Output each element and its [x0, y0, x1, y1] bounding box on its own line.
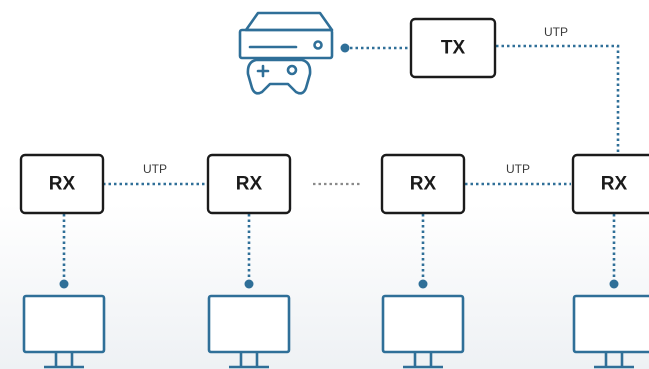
rx-label: RX	[410, 174, 437, 195]
tx-to-rx4-cable	[496, 44, 620, 154]
display3-port-dot	[418, 279, 428, 289]
tx-label: TX	[441, 38, 466, 59]
rx-box-3: RX	[380, 153, 466, 215]
connection-dots	[59, 43, 619, 289]
connection-lines	[62, 44, 620, 278]
monitor-icon	[22, 294, 106, 369]
monitor-icon	[572, 294, 649, 369]
utp-label-rx1-rx2: UTP	[143, 162, 167, 176]
rx-label: RX	[49, 174, 76, 195]
monitor-icon	[207, 294, 291, 369]
rx-label: RX	[601, 174, 628, 195]
display4-port-dot	[609, 279, 619, 289]
rx-box-4: RX	[571, 153, 649, 215]
display1-port-dot	[59, 279, 69, 289]
display2-port-dot	[244, 279, 254, 289]
utp-label-rx3-rx4: UTP	[506, 162, 530, 176]
rx-box-1: RX	[19, 153, 105, 215]
tx-box: TX	[409, 17, 497, 79]
game-console-icon	[238, 11, 334, 95]
rx-label: RX	[236, 174, 263, 195]
rx-box-2: RX	[206, 153, 292, 215]
utp-label-tx-rx: UTP	[544, 25, 568, 39]
monitor-icon	[381, 294, 465, 369]
source-port-dot	[340, 43, 350, 53]
